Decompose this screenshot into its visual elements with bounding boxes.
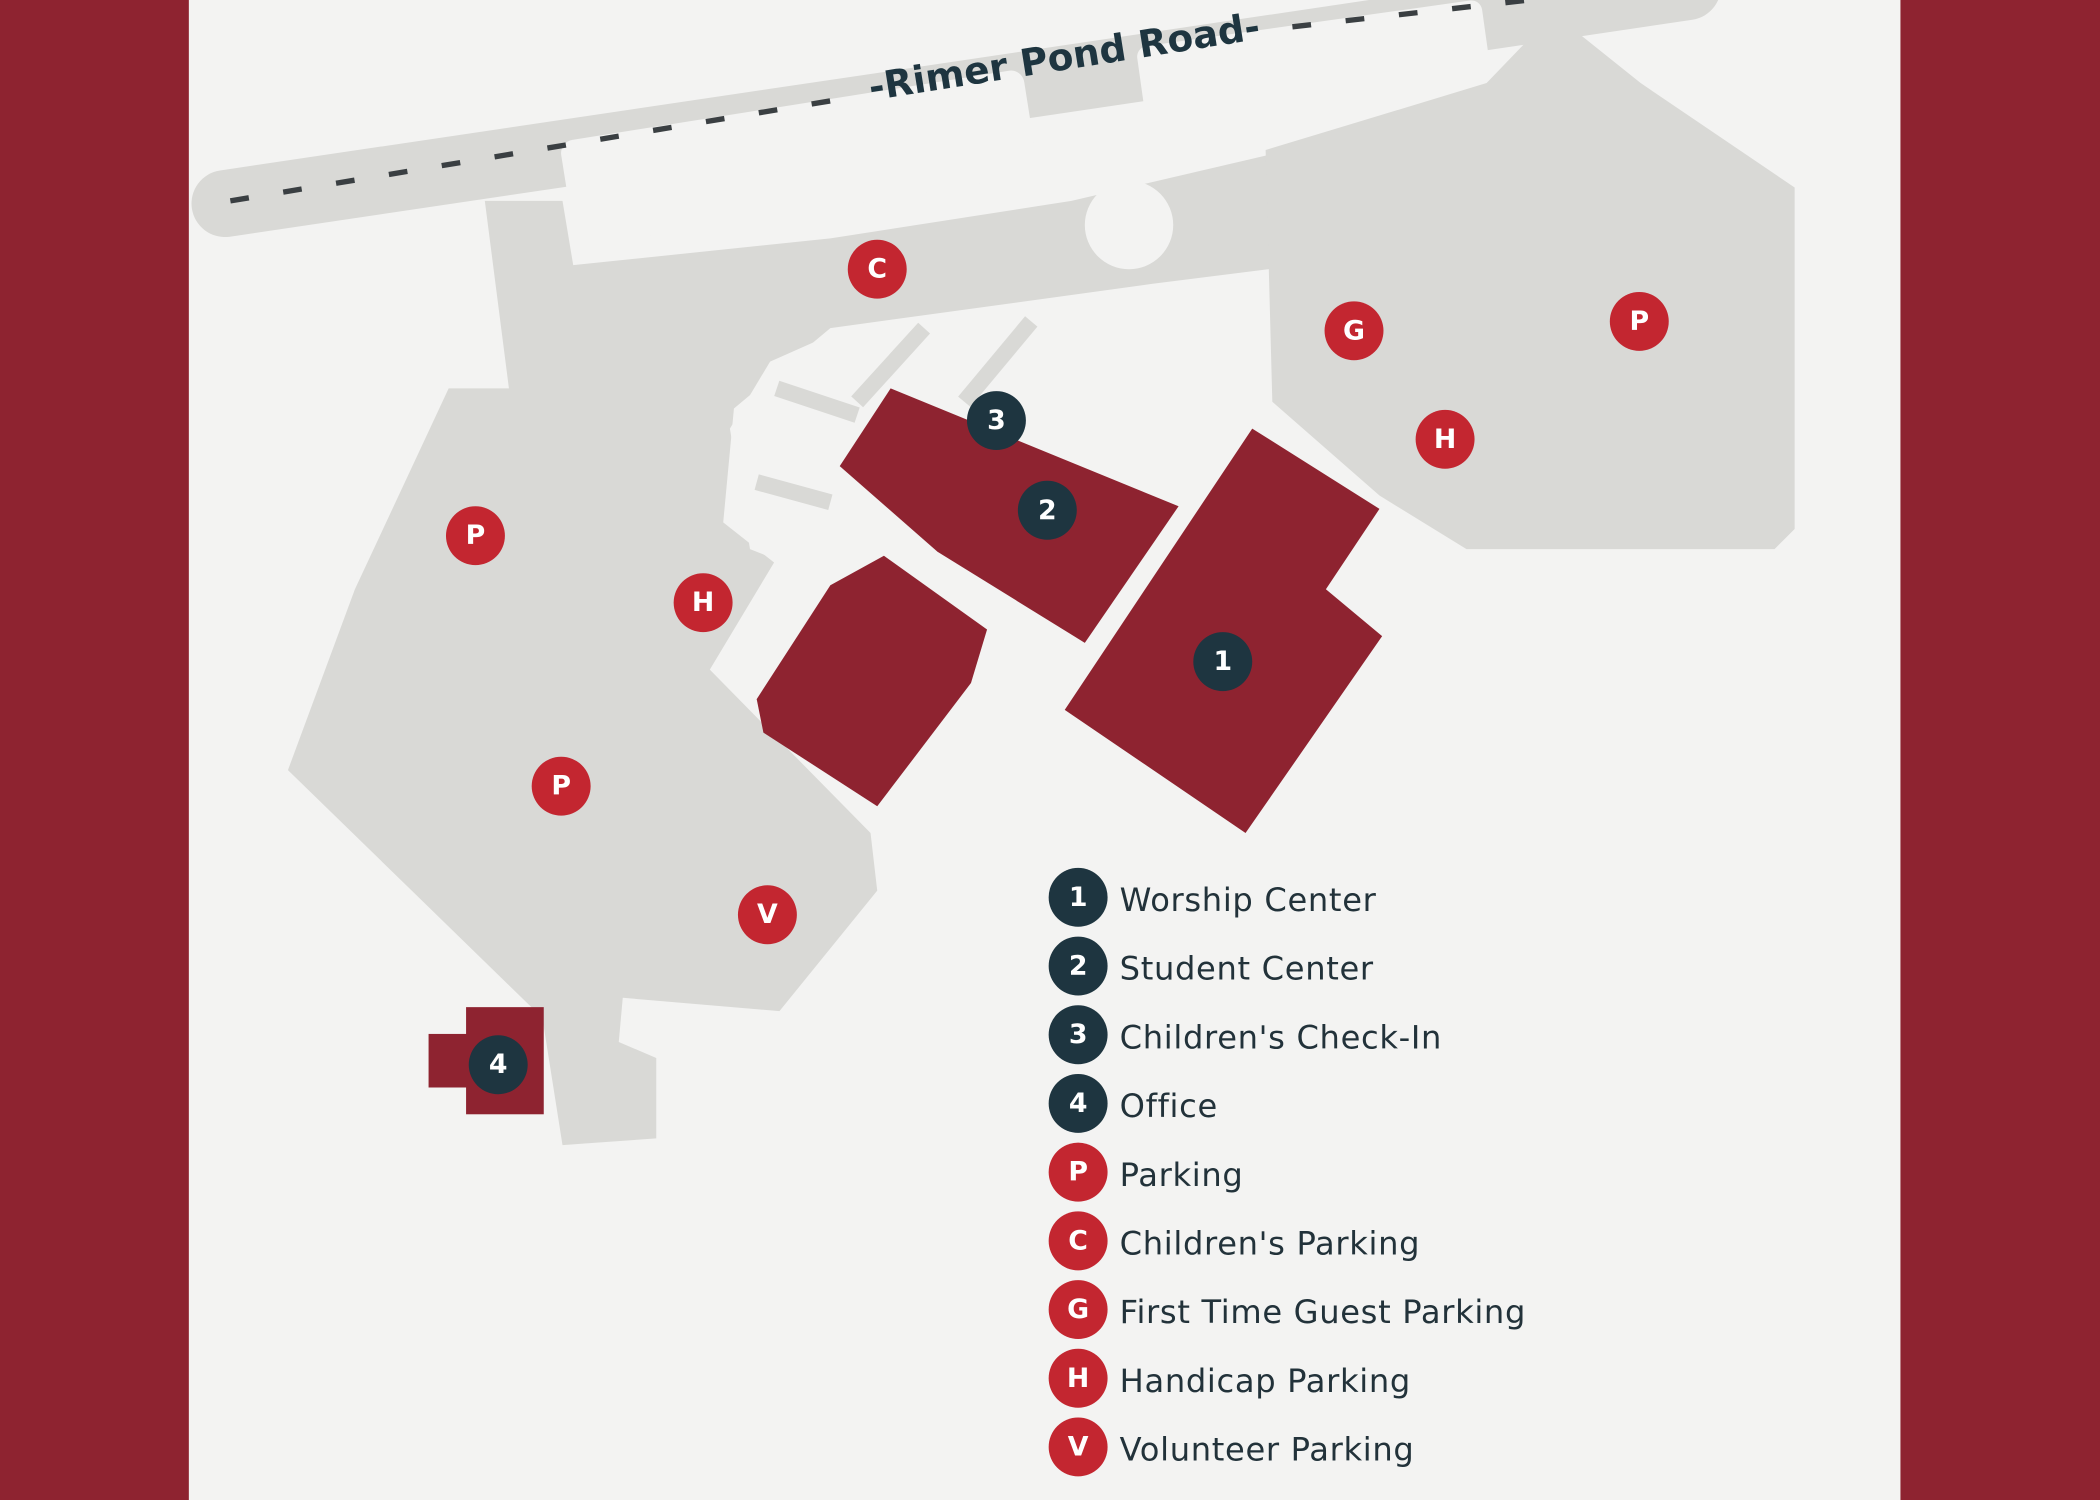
legend-key: V xyxy=(1068,1431,1089,1462)
marker-parking-west-south[interactable]: P xyxy=(531,756,591,816)
legend-marker xyxy=(1048,1211,1108,1271)
svg-text:P: P xyxy=(551,771,571,802)
legend-key: 1 xyxy=(1069,882,1088,913)
legend-key: G xyxy=(1067,1294,1089,1325)
marker-childrens-parking[interactable]: C xyxy=(847,239,907,299)
legend-item: H Handicap Parking xyxy=(1048,1348,1411,1408)
left-frame xyxy=(0,0,189,1500)
legend-item: 2 Student Center xyxy=(1048,936,1374,996)
east-parking-lot xyxy=(1265,13,1795,550)
legend-label: Volunteer Parking xyxy=(1120,1431,1415,1469)
marker-childrens-checkin[interactable]: 3 xyxy=(966,391,1026,450)
marker-handicap-west[interactable]: H xyxy=(673,573,733,633)
svg-text:P: P xyxy=(466,520,486,551)
svg-text:P: P xyxy=(1629,306,1649,337)
legend-label: First Time Guest Parking xyxy=(1120,1293,1526,1331)
legend-marker xyxy=(1048,1417,1108,1477)
legend-key: H xyxy=(1067,1363,1089,1394)
legend-item: 1 Worship Center xyxy=(1048,867,1377,927)
north-median xyxy=(1137,0,1489,113)
marker-handicap-east[interactable]: H xyxy=(1415,409,1475,469)
svg-text:H: H xyxy=(692,587,714,618)
svg-text:C: C xyxy=(867,254,887,285)
svg-text:V: V xyxy=(757,899,778,930)
legend-marker xyxy=(1048,936,1108,996)
student-center-building xyxy=(839,388,1179,643)
svg-text:G: G xyxy=(1343,315,1365,346)
legend-marker xyxy=(1048,1348,1108,1408)
legend-marker xyxy=(1048,1073,1108,1133)
annex-building xyxy=(756,555,988,807)
marker-student-center[interactable]: 2 xyxy=(1017,480,1077,540)
office-building-wing xyxy=(428,1033,472,1088)
map-markers: C G P H P H P V 3 2 1 4 xyxy=(445,239,1669,1095)
svg-text:4: 4 xyxy=(489,1049,508,1080)
legend-item: 4 Office xyxy=(1048,1073,1218,1133)
legend-marker xyxy=(1048,1280,1108,1340)
courtyard xyxy=(729,321,1139,563)
legend-key: C xyxy=(1068,1225,1088,1256)
legend-item: C Children's Parking xyxy=(1048,1211,1421,1271)
svg-text:H: H xyxy=(1434,424,1456,455)
marker-parking-east[interactable]: P xyxy=(1609,291,1669,351)
worship-center-building xyxy=(1064,428,1383,834)
legend-marker xyxy=(1048,1142,1108,1202)
marker-worship-center[interactable]: 1 xyxy=(1193,632,1253,692)
right-frame xyxy=(1900,0,2100,1500)
legend-item: V Volunteer Parking xyxy=(1048,1417,1415,1477)
legend-label: Office xyxy=(1120,1087,1218,1125)
west-parking-lot xyxy=(287,154,1280,1146)
legend-label: Worship Center xyxy=(1120,881,1377,919)
legend-label: Children's Parking xyxy=(1120,1225,1421,1263)
legend-label: Children's Check-In xyxy=(1120,1018,1442,1056)
legend-item: G First Time Guest Parking xyxy=(1048,1280,1526,1340)
pavement xyxy=(191,0,1795,1146)
road-median xyxy=(561,70,1037,246)
legend-marker xyxy=(1048,1005,1108,1065)
road-centerline-east xyxy=(1292,0,1553,30)
legend-item: P Parking xyxy=(1048,1142,1244,1202)
marker-office[interactable]: 4 xyxy=(468,1035,528,1095)
marker-volunteer-parking[interactable]: V xyxy=(737,885,797,945)
svg-text:2: 2 xyxy=(1038,495,1057,526)
legend-key: 2 xyxy=(1069,951,1088,982)
svg-text:1: 1 xyxy=(1213,646,1232,677)
legend-label: Handicap Parking xyxy=(1120,1362,1411,1400)
legend-label: Student Center xyxy=(1120,950,1374,988)
legend-key: P xyxy=(1068,1157,1088,1188)
marker-parking-west-north[interactable]: P xyxy=(445,506,505,566)
svg-text:3: 3 xyxy=(987,405,1006,436)
legend-item: 3 Children's Check-In xyxy=(1048,1005,1442,1065)
legend-key: 4 xyxy=(1069,1088,1088,1119)
buildings xyxy=(428,388,1383,1115)
marker-guest-parking[interactable]: G xyxy=(1324,301,1384,361)
roundabout-island xyxy=(1084,180,1174,270)
legend-marker xyxy=(1048,867,1108,927)
legend-key: 3 xyxy=(1069,1019,1088,1050)
legend-label: Parking xyxy=(1120,1156,1244,1194)
